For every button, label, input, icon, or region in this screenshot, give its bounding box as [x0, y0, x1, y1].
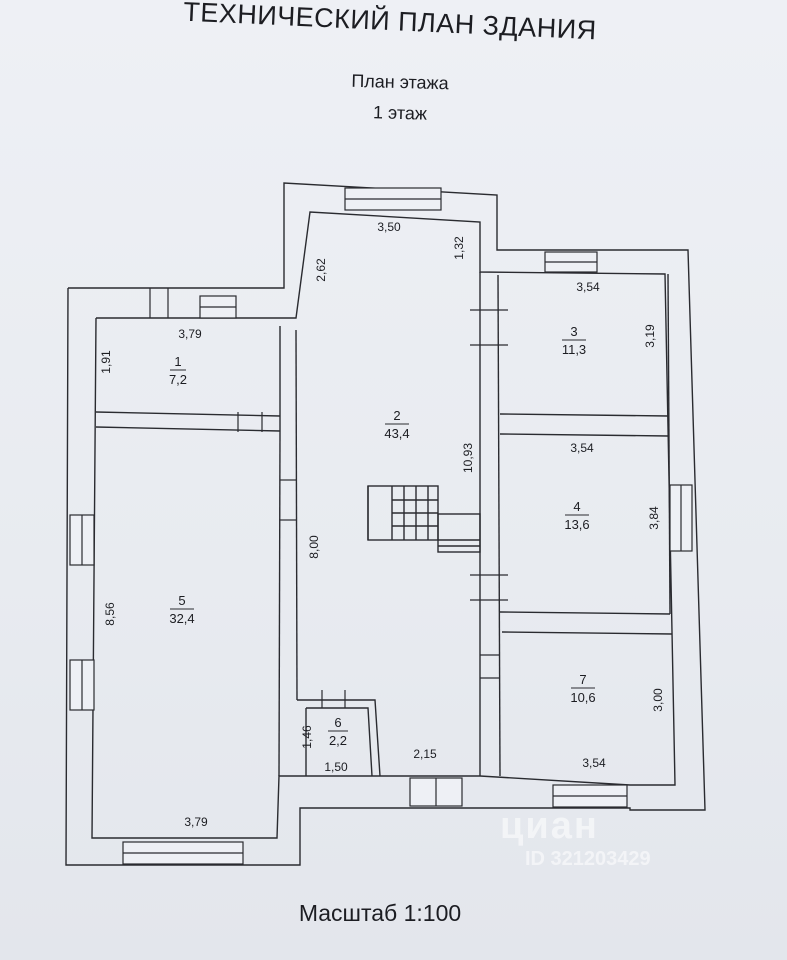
dim-right-notch: 1,32 [452, 236, 466, 260]
room-1-area: 7,2 [169, 372, 187, 387]
outer-wall [65, 182, 706, 866]
room-4-area: 13,6 [564, 517, 589, 532]
room-6-area: 2,2 [329, 733, 347, 748]
dim-room1-width: 3,79 [178, 327, 202, 341]
dim-room3-width: 3,54 [576, 280, 600, 294]
room-2-area: 43,4 [384, 426, 409, 441]
stairs-landing [437, 513, 481, 553]
room-4-number: 4 [573, 499, 580, 514]
room-7-area: 10,6 [570, 690, 595, 705]
room-7-number: 7 [579, 672, 586, 687]
dim-room5-width: 3,79 [184, 815, 208, 829]
wall-room6 [297, 699, 381, 777]
inner-wall [91, 211, 676, 839]
wall-room7-top [501, 631, 673, 635]
watermark-id: ID 321203429 [525, 848, 651, 870]
dim-room4-width: 3,54 [570, 441, 594, 455]
dim-room4-height: 3,84 [647, 506, 661, 530]
dim-top-center: 3,50 [377, 220, 401, 234]
room-1-number: 1 [174, 354, 181, 369]
scale-label: Масштаб 1:100 [298, 900, 462, 926]
dim-room6-width: 1,50 [324, 760, 348, 774]
dim-corridor-bottom: 2,15 [413, 747, 437, 761]
dim-room2-lower: 8,00 [307, 535, 321, 559]
dim-room3-height: 3,19 [643, 324, 657, 348]
wall-room3-bottom [499, 413, 669, 417]
room-3-area: 11,3 [562, 342, 586, 357]
room-5-number: 5 [178, 593, 185, 608]
wall-room5-top [95, 426, 281, 432]
wall-corridor-right-outer [497, 274, 501, 777]
dim-left-wing: 2,62 [314, 258, 328, 282]
dim-room5-height: 8,56 [103, 602, 117, 626]
wall-room6-inner [306, 707, 373, 777]
wall-room3-4-right [667, 273, 671, 615]
dim-room7-width: 3,54 [582, 756, 606, 770]
wall-room4-bottom [499, 611, 671, 615]
watermark-brand: циан [500, 805, 599, 847]
room-6-number: 6 [334, 715, 341, 730]
room-2-number: 2 [393, 408, 400, 423]
dim-room6-height: 1,46 [300, 725, 314, 749]
dim-room1-height: 1,91 [99, 350, 113, 374]
dim-room7-height: 3,00 [651, 688, 665, 712]
wall-corridor-left [295, 329, 298, 701]
wall-room5-right [278, 431, 281, 777]
room-3-number: 3 [570, 324, 577, 339]
wall-room4-top [499, 433, 669, 437]
dim-room2-length: 10,93 [461, 443, 475, 473]
room-5-area: 32,4 [169, 611, 194, 626]
wall-room1-room5 [95, 411, 281, 417]
